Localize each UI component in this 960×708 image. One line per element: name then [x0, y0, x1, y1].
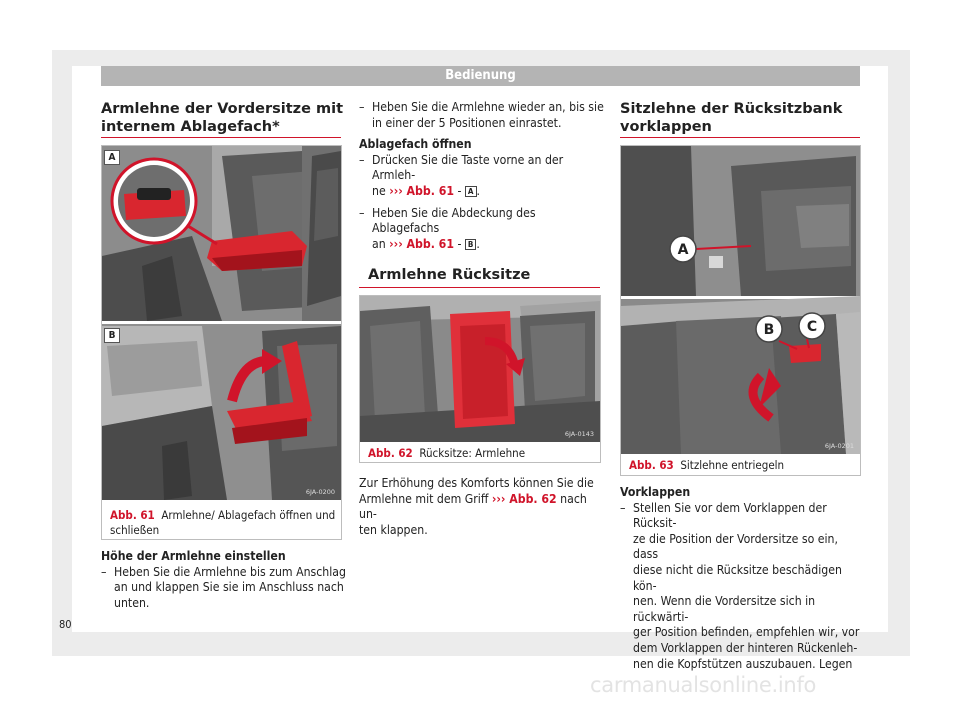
text-line: Heben Sie die Abdeckung des Ablagefachs [372, 205, 536, 236]
title-line: vorklappen [620, 119, 712, 135]
section-rule [359, 287, 600, 288]
caption-text: Armlehne/ Ablagefach öffnen und [161, 508, 336, 522]
text-line: unten. [114, 595, 150, 610]
text-line: Stellen Sie vor dem Vorklappen der Rücks… [633, 500, 827, 531]
text-fragment: an [372, 236, 386, 251]
chapter-header: Bedienung [101, 66, 860, 86]
text-fragment: . [476, 236, 480, 251]
panel-label-a: A [104, 150, 120, 165]
bullet-dash: – [359, 100, 365, 114]
text-line: dem Vorklappen der hinteren Rückenleh- [633, 640, 858, 655]
title-line: Sitzlehne der Rücksitzbank [620, 101, 843, 117]
bullet-dash: – [359, 152, 365, 167]
callout-label-a: A [678, 242, 689, 258]
text-fragment: Armlehne mit dem Griff [359, 491, 489, 506]
text-line: an und klappen Sie sie im Anschluss nach [114, 580, 344, 595]
callout-key-b: B [464, 238, 477, 250]
section-rule [620, 137, 860, 138]
text-line: nen. Wenn die Vordersitze sich in rückwä… [633, 594, 816, 624]
middle-body-bottom: Zur Erhöhung des Komforts können Sie die… [359, 476, 604, 538]
text-fragment: - [457, 183, 462, 198]
list-item: – Heben Sie die Armlehne wieder an, bis … [359, 100, 604, 131]
list-item: – Stellen Sie vor dem Vorklappen der Rüc… [620, 501, 865, 673]
figure-reference-link[interactable]: ››› Abb. 61 [389, 183, 454, 198]
text-fragment: . [476, 183, 480, 198]
figure-63: A B C 6JA-0201 Abb. 63 Sitzlehne entrieg… [620, 145, 861, 476]
caption-text: Sitzlehne entriegeln [680, 458, 785, 472]
page-number: 80 [59, 618, 72, 631]
left-body: Höhe der Armlehne einstellen – Heben Sie… [101, 549, 346, 611]
caption-line: Abb. 61 Armlehne/ Ablagefach öffnen und [110, 508, 336, 523]
figure-62-image: 6JA-0143 [360, 296, 600, 442]
figure-62-caption: Abb. 62 Rücksitze: Armlehne [368, 446, 594, 461]
section-title-armrest-rear: Armlehne Rücksitze [368, 267, 531, 283]
callout-label-c: C [807, 319, 817, 335]
figure-code: 6JA-0143 [564, 430, 594, 438]
title-line: Armlehne der Vordersitze mit [101, 101, 343, 117]
figure-61-caption: Abb. 61 Armlehne/ Ablagefach öffnen und … [110, 508, 336, 538]
backrest-release-illustration: A B C [621, 146, 860, 454]
section-rule [101, 137, 341, 138]
section-title-armrest-front: Armlehne der Vordersitze mit internem Ab… [101, 100, 343, 136]
watermark: carmanualsonline.info [590, 673, 817, 697]
figure-reference-link[interactable]: ››› Abb. 61 [389, 236, 454, 251]
text-line: in einer der 5 Positionen einrastet. [372, 115, 562, 130]
figure-61-image: A B 6JA-0200 [102, 146, 341, 500]
caption-text: schließen [110, 523, 160, 537]
text-line: nen die Kopfstützen auszubauen. Legen [633, 656, 853, 671]
panel-label-b: B [104, 328, 120, 343]
figure-62: 6JA-0143 Abb. 62 Rücksitze: Armlehne [359, 295, 601, 463]
text-line: ze die Position der Vordersitze so ein, … [633, 531, 838, 562]
bullet-dash: – [359, 205, 365, 220]
text-line: Armlehne mit dem Griff ››› Abb. 62 nach … [359, 492, 604, 523]
text-fragment: - [457, 236, 462, 251]
subheading: Vorklappen [620, 485, 691, 499]
right-body: Vorklappen – Stellen Sie vor dem Vorklap… [620, 485, 865, 672]
list-item: – Heben Sie die Armlehne bis zum Anschla… [101, 565, 346, 612]
text-line: Zur Erhöhung des Komforts können Sie die [359, 476, 594, 490]
figure-63-caption: Abb. 63 Sitzlehne entriegeln [629, 458, 855, 473]
text-line: ger Position befinden, empfehlen wir, vo… [633, 625, 860, 640]
armrest-illustration [102, 146, 341, 500]
subheading: Höhe der Armlehne einstellen [101, 549, 286, 563]
title-line: internem Ablagefach* [101, 119, 280, 135]
caption-number: Abb. 61 [110, 508, 155, 522]
text-line: an ››› Abb. 61 - B. [372, 237, 604, 253]
middle-body-top: – Heben Sie die Armlehne wieder an, bis … [359, 100, 604, 252]
figure-61: A B 6JA-0200 Abb. 61 Armlehne/ Ablagefac… [101, 145, 342, 540]
text-line: ne ››› Abb. 61 - A. [372, 184, 604, 200]
text-fragment: nach un- [359, 491, 587, 522]
callout-label-b: B [764, 322, 775, 338]
bullet-dash: – [620, 500, 626, 515]
figure-code: 6JA-0201 [824, 442, 854, 450]
list-item: – Heben Sie die Abdeckung des Ablagefach… [359, 206, 604, 253]
figure-63-image: A B C 6JA-0201 [621, 146, 860, 454]
rear-seat-illustration [360, 296, 600, 442]
caption-number: Abb. 62 [368, 446, 413, 460]
caption-number: Abb. 63 [629, 458, 674, 472]
subheading: Ablagefach öffnen [359, 137, 472, 152]
text-line: ten klappen. [359, 522, 428, 537]
text-line: Drücken Sie die Taste vorne an der Armle… [372, 152, 564, 183]
text-fragment: ne [372, 183, 386, 198]
list-item: – Drücken Sie die Taste vorne an der Arm… [359, 153, 604, 200]
text-line: diese nicht die Rücksitze beschädigen kö… [633, 562, 842, 593]
section-title-rear-backrest: Sitzlehne der Rücksitzbank vorklappen [620, 100, 842, 136]
figure-code: 6JA-0200 [305, 488, 335, 496]
text-line: Heben Sie die Armlehne wieder an, bis si… [372, 100, 604, 114]
caption-text: Rücksitze: Armlehne [419, 446, 526, 460]
callout-key-a: A [464, 185, 477, 197]
bullet-dash: – [101, 564, 107, 579]
text-line: Heben Sie die Armlehne bis zum Anschlag [114, 564, 346, 579]
figure-reference-link[interactable]: ››› Abb. 62 [491, 491, 557, 506]
